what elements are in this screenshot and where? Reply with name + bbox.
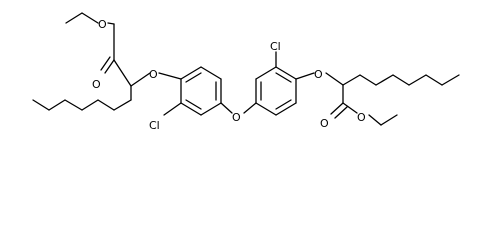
ester2-ether-oxygen-label: O — [357, 111, 366, 124]
ether-oxygen-left-label: O — [149, 68, 158, 81]
ether-oxygen-right-label: O — [314, 68, 323, 81]
atom-labels: O O O Cl O Cl O O O — [92, 18, 366, 132]
structure-canvas: O O O Cl O Cl O O O — [32, 12, 460, 132]
right-hexyl-chain — [342, 74, 460, 86]
left-hexyl-chain — [32, 85, 132, 111]
left-benzene-ring — [158, 66, 233, 116]
right-benzene-ring — [243, 51, 315, 116]
left-ester-group — [65, 12, 151, 87]
bridge-oxygen-label: O — [232, 111, 241, 124]
chlorine-left-label: Cl — [149, 119, 160, 132]
chlorine-right-label: Cl — [270, 40, 281, 53]
ester1-carbonyl-oxygen-label: O — [92, 78, 101, 91]
chemical-structure-diagram: O O O Cl O Cl O O O — [32, 12, 460, 132]
ester2-carbonyl-oxygen-label: O — [320, 117, 329, 130]
right-ester-group — [325, 72, 398, 126]
ester1-ether-oxygen-label: O — [98, 18, 107, 31]
